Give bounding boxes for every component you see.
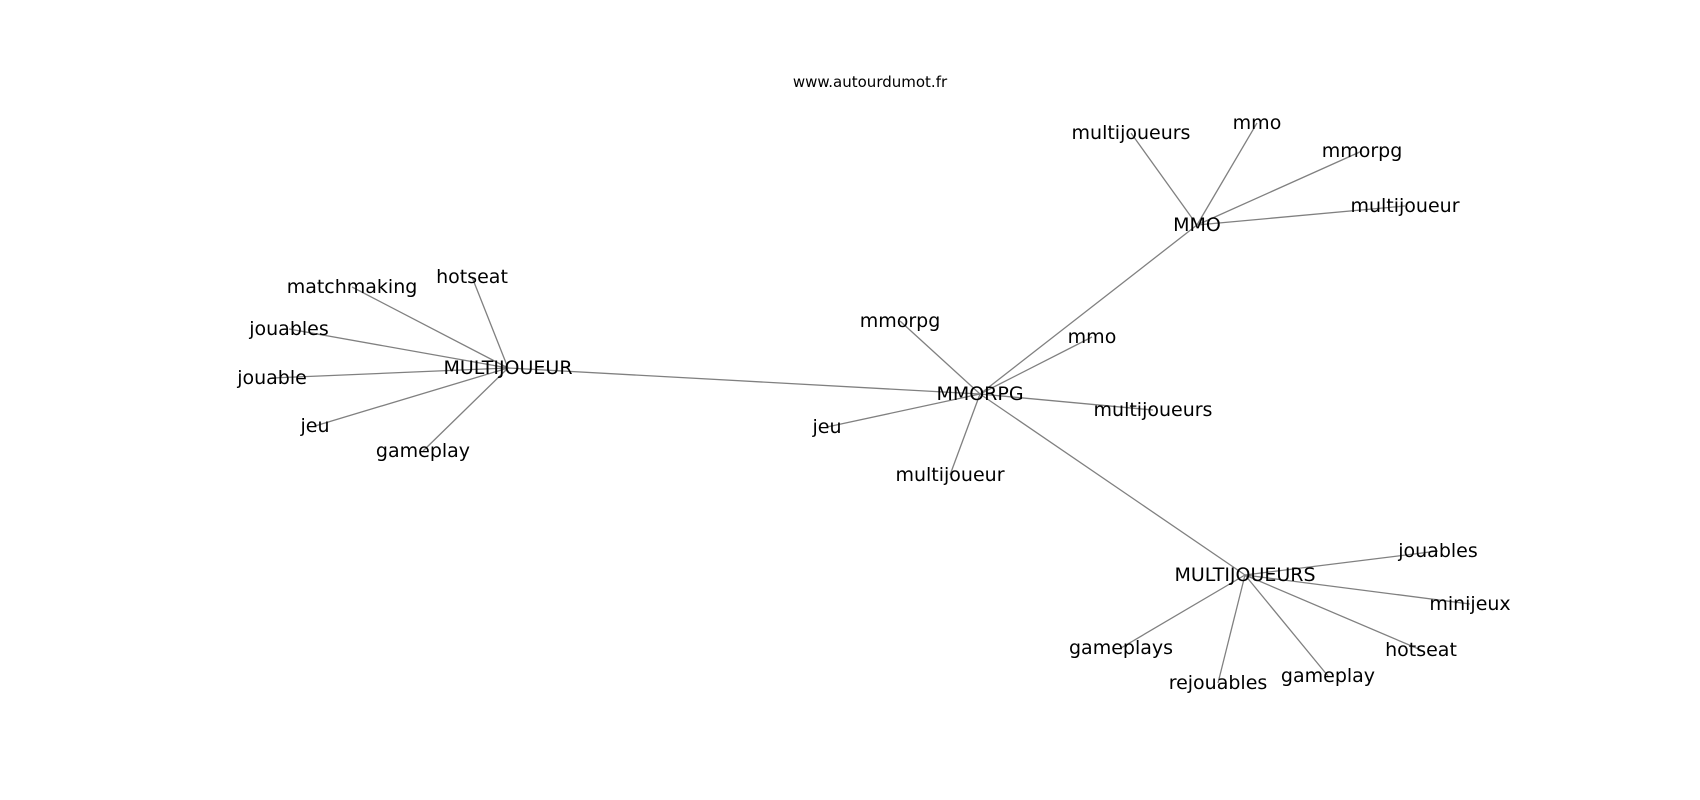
graph-edge	[314, 367, 509, 427]
graph-edge	[1196, 205, 1406, 226]
graph-edge	[899, 320, 981, 395]
graph-node-n-mjs-hotseat: hotseat	[1385, 639, 1457, 661]
graph-node-n-mjs-gameplays: gameplays	[1069, 637, 1173, 659]
graph-node-n-mmo-multijoueur: multijoueur	[1350, 195, 1459, 217]
graph-node-n-mjs-minijeux: minijeux	[1429, 593, 1510, 615]
graph-edge	[1130, 132, 1198, 226]
graph-edge	[1244, 574, 1422, 651]
graph-edge	[1244, 574, 1471, 605]
graph-edge	[1196, 122, 1258, 226]
graph-edge	[271, 367, 509, 379]
graph-edge	[1196, 150, 1363, 226]
graph-edge	[1244, 574, 1329, 677]
graph-edge	[351, 286, 509, 369]
graph-node-n-mmorpg-mmorpg: mmorpg	[860, 310, 941, 332]
graph-node-n-mmo-mmorpg: mmorpg	[1322, 140, 1403, 162]
graph-edge	[979, 224, 1198, 395]
graph-node-n-mmo-mmo: mmo	[1233, 112, 1282, 134]
graph-edge	[471, 276, 509, 369]
graph-node-n-mmorpg-multijoueurs: multijoueurs	[1094, 399, 1213, 421]
graph-node-n-mmo-multijoueurs: multijoueurs	[1072, 122, 1191, 144]
graph-node-multijoueur-c: MULTIJOUEUR	[443, 357, 572, 379]
graph-edge	[422, 367, 509, 452]
graph-edge	[949, 393, 981, 476]
graph-edge	[979, 393, 1246, 576]
graph-edge	[979, 336, 1093, 395]
graph-edge	[979, 393, 1154, 411]
graph-node-n-mj-gameplay: gameplay	[376, 440, 470, 462]
graph-node-mmorpg-c: MMORPG	[936, 383, 1023, 405]
graph-edge	[1120, 574, 1246, 649]
source-caption: www.autourdumot.fr	[793, 73, 948, 91]
graph-node-mmo-c: MMO	[1173, 214, 1221, 236]
graph-nodes: MMORPG MULTIJOUEUR MMO MULTIJOUEURS mmorpg mm…	[236, 112, 1511, 694]
graph-node-n-mmorpg-mmo: mmo	[1068, 326, 1117, 348]
graph-edge	[507, 367, 981, 395]
graph-node-multijoueurs-c: MULTIJOUEURS	[1174, 564, 1315, 586]
graph-edge	[288, 328, 509, 369]
graph-edge	[826, 393, 981, 428]
graph-node-n-mj-jouables: jouables	[248, 318, 329, 340]
graph-node-n-mmorpg-jeu: jeu	[811, 416, 841, 438]
graph-node-n-mj-jeu: jeu	[299, 415, 329, 437]
graph-node-n-mjs-rejouables: rejouables	[1169, 672, 1268, 694]
graph-node-n-mj-hotseat: hotseat	[436, 266, 508, 288]
graph-edge	[1244, 550, 1439, 576]
graph-node-n-mjs-gameplay: gameplay	[1281, 665, 1375, 687]
graph-node-n-mj-jouable: jouable	[236, 367, 307, 389]
graph-node-n-mj-matchmaking: matchmaking	[287, 276, 418, 298]
graph-edges	[271, 122, 1471, 684]
graph-node-n-mjs-jouables: jouables	[1397, 540, 1478, 562]
graph-node-n-mmorpg-multijoueur: multijoueur	[895, 464, 1004, 486]
graph-edge	[1217, 574, 1246, 684]
